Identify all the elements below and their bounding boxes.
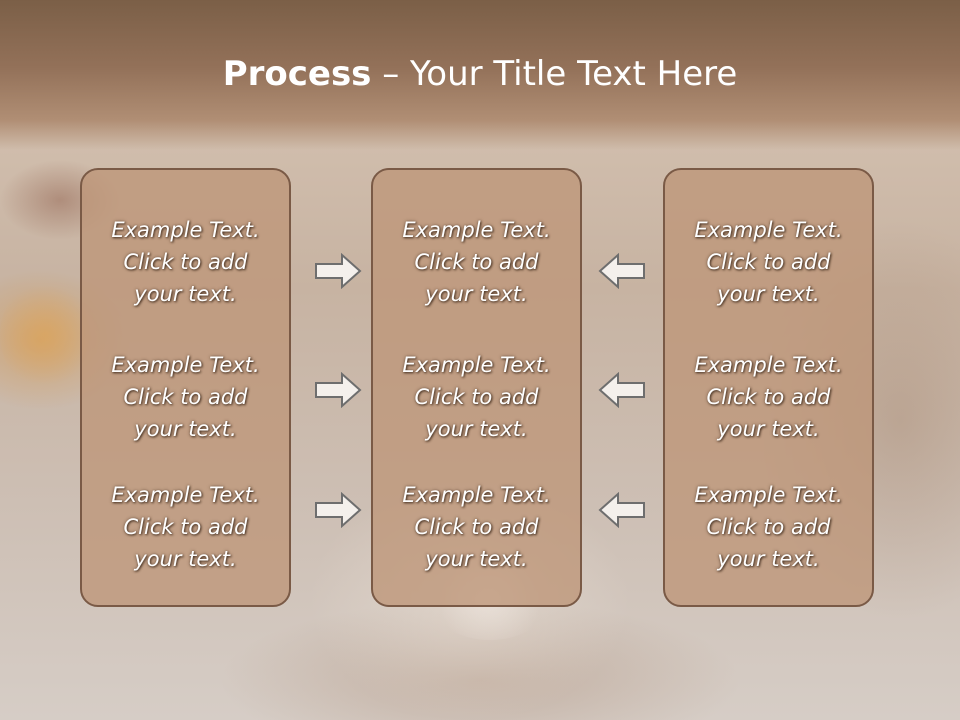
background-blob xyxy=(0,280,90,390)
text-line: Example Text. xyxy=(402,483,551,507)
text-line: Example Text. xyxy=(694,483,843,507)
text-line: your text. xyxy=(134,547,237,571)
text-block[interactable]: Example Text. Click to add your text. xyxy=(665,349,872,445)
arrow-right-icon[interactable] xyxy=(314,492,362,528)
text-line: Example Text. xyxy=(402,218,551,242)
text-line: your text. xyxy=(717,547,820,571)
text-line: Click to add xyxy=(706,385,831,409)
text-line: Example Text. xyxy=(111,218,260,242)
text-block[interactable]: Example Text. Click to add your text. xyxy=(373,214,580,310)
text-block[interactable]: Example Text. Click to add your text. xyxy=(373,349,580,445)
text-line: your text. xyxy=(425,547,528,571)
text-line: your text. xyxy=(425,282,528,306)
text-line: Click to add xyxy=(123,515,248,539)
process-panel-3[interactable]: Example Text. Click to add your text. Ex… xyxy=(663,168,874,607)
arrow-right-icon[interactable] xyxy=(314,372,362,408)
text-line: Example Text. xyxy=(402,353,551,377)
text-line: Example Text. xyxy=(694,353,843,377)
title-bar xyxy=(0,0,960,150)
text-block[interactable]: Example Text. Click to add your text. xyxy=(373,479,580,575)
text-block[interactable]: Example Text. Click to add your text. xyxy=(665,479,872,575)
title-rest: – Your Title Text Here xyxy=(371,54,738,94)
text-line: Click to add xyxy=(414,515,539,539)
text-line: Click to add xyxy=(123,250,248,274)
process-panel-2[interactable]: Example Text. Click to add your text. Ex… xyxy=(371,168,582,607)
text-line: your text. xyxy=(717,282,820,306)
arrow-left-icon[interactable] xyxy=(598,492,646,528)
text-line: your text. xyxy=(134,417,237,441)
title-bold: Process xyxy=(222,54,372,94)
text-line: your text. xyxy=(425,417,528,441)
text-line: Click to add xyxy=(414,385,539,409)
text-line: Example Text. xyxy=(111,483,260,507)
process-panel-1[interactable]: Example Text. Click to add your text. Ex… xyxy=(80,168,291,607)
text-line: Example Text. xyxy=(694,218,843,242)
text-block[interactable]: Example Text. Click to add your text. xyxy=(82,479,289,575)
text-block[interactable]: Example Text. Click to add your text. xyxy=(82,349,289,445)
arrow-left-icon[interactable] xyxy=(598,253,646,289)
text-line: Click to add xyxy=(706,515,831,539)
text-line: your text. xyxy=(717,417,820,441)
text-line: your text. xyxy=(134,282,237,306)
slide-title[interactable]: Process – Your Title Text Here xyxy=(0,52,960,96)
text-line: Click to add xyxy=(706,250,831,274)
text-line: Click to add xyxy=(414,250,539,274)
text-line: Click to add xyxy=(123,385,248,409)
arrow-right-icon[interactable] xyxy=(314,253,362,289)
text-block[interactable]: Example Text. Click to add your text. xyxy=(82,214,289,310)
text-block[interactable]: Example Text. Click to add your text. xyxy=(665,214,872,310)
text-line: Example Text. xyxy=(111,353,260,377)
arrow-left-icon[interactable] xyxy=(598,372,646,408)
